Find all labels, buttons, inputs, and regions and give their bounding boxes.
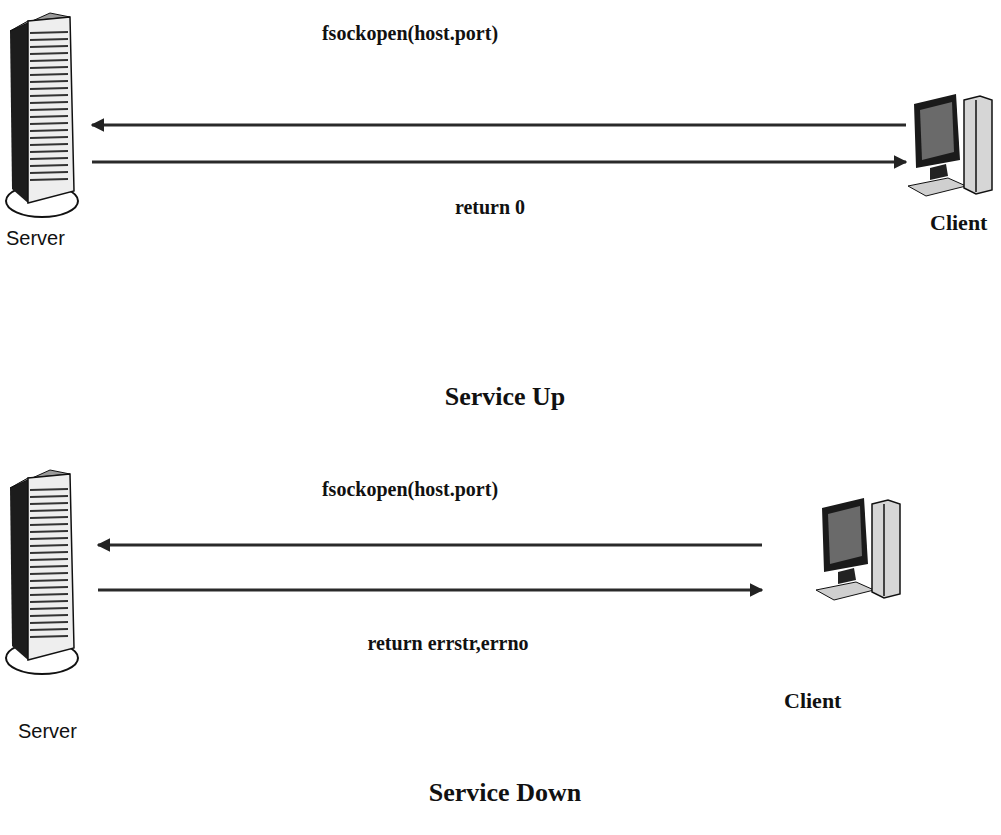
monitor-body [822,498,868,572]
server-vent [30,165,68,166]
tower-edge [883,504,885,596]
server-vent [30,545,68,546]
server-vent [30,524,68,525]
server-vent [30,531,68,532]
server-vent [30,489,68,490]
message-label: return 0 [452,196,528,219]
server-vent [30,573,68,574]
server-illustration [4,462,96,677]
message-arrow [98,589,762,592]
server-node: Server [4,462,96,750]
server-vent [30,60,68,61]
monitor-screen [828,506,862,564]
server-vent [30,130,68,131]
node-label: Client [930,210,987,236]
keyboard [816,582,874,600]
monitor-stand [930,164,948,180]
server-vent [30,46,68,47]
server-vent [30,109,68,110]
pc-tower [964,96,992,194]
node-label: Server [18,720,77,743]
server-vent [30,615,68,616]
server-vent [30,622,68,623]
server-vent [30,53,68,54]
server-vent [30,559,68,560]
client-icon [816,498,900,600]
server-vent [30,608,68,609]
server-front [28,17,74,203]
monitor-stand [838,568,856,584]
client-icon [908,94,992,196]
server-front [28,474,74,660]
client-illustration [908,88,996,200]
server-vent [30,629,68,630]
server-vent [30,32,68,33]
tower-edge [975,100,977,192]
message-label: return errstr,errno [364,632,531,655]
keyboard [908,178,966,196]
server-vent [30,95,68,96]
server-side [10,478,28,660]
server-vent [30,594,68,595]
server-vent [30,39,68,40]
server-vent [30,636,68,637]
pc-tower [872,500,900,598]
server-vent [30,517,68,518]
server-vent [30,137,68,138]
server-vent [30,172,68,173]
server-node: Server [4,5,90,255]
server-vent [30,587,68,588]
monitor-body [914,94,960,168]
server-vent [30,601,68,602]
message-label: fsockopen(host.port) [319,478,501,501]
server-vent [30,496,68,497]
message-label: fsockopen(host.port) [319,22,501,45]
server-vent [30,74,68,75]
server-vent [30,81,68,82]
client-node: Client [908,88,996,240]
section-heading: Service Up [445,382,566,412]
server-vent [30,88,68,89]
section-heading: Service Down [429,778,581,808]
server-vent [30,144,68,145]
server-vent [30,580,68,581]
server-side [10,21,28,203]
client-node: Client [764,492,904,718]
server-vent [30,67,68,68]
node-label: Client [784,688,841,714]
message-arrow [98,544,762,547]
server-vent [30,179,68,180]
server-vent [30,538,68,539]
message-arrow [92,124,906,127]
server-vent [30,151,68,152]
server-vent [30,123,68,124]
node-label: Server [6,227,65,250]
server-vent [30,503,68,504]
server-icon [6,13,78,217]
server-vent [30,102,68,103]
server-vent [30,510,68,511]
message-arrow [92,161,906,164]
client-illustration [764,492,904,604]
server-vent [30,158,68,159]
server-vent [30,552,68,553]
server-illustration [4,5,90,220]
monitor-screen [920,102,954,160]
server-vent [30,566,68,567]
server-icon [6,470,78,674]
server-vent [30,116,68,117]
